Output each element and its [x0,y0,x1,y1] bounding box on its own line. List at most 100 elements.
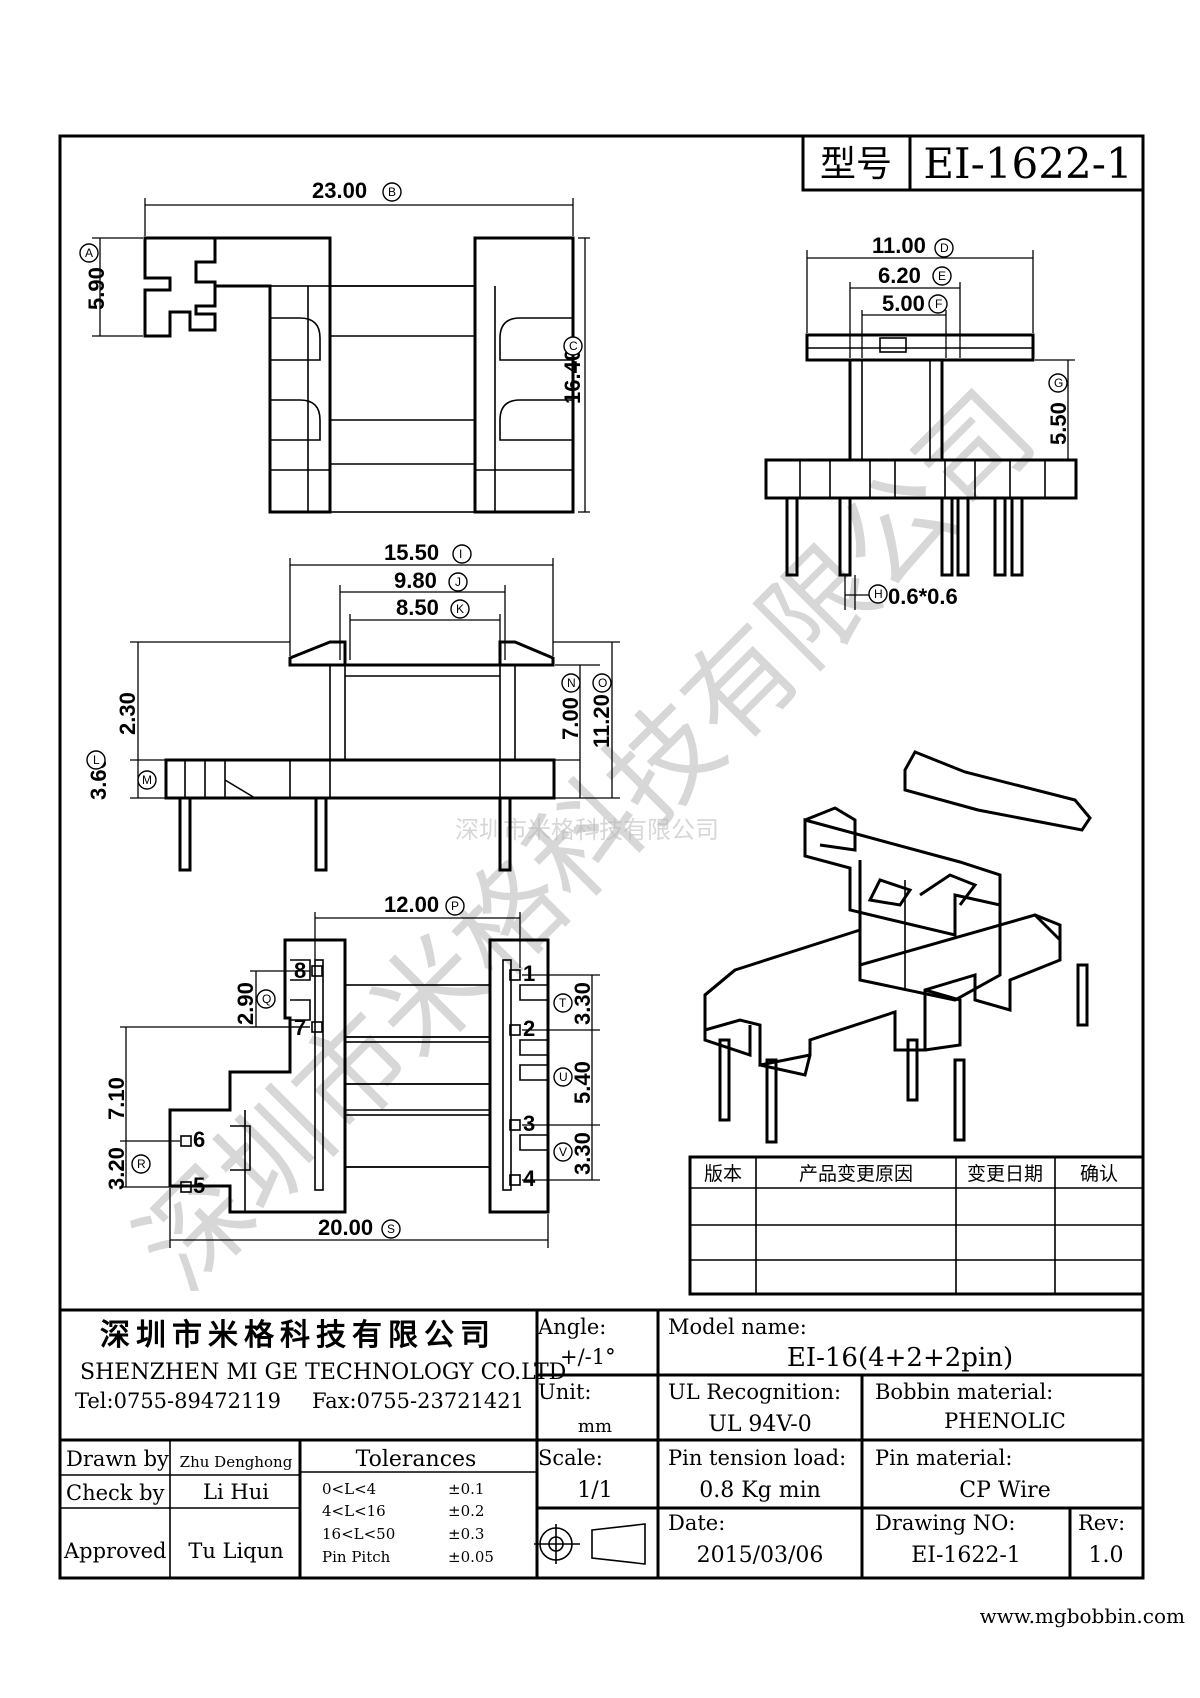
dim-K-letter: K [456,602,464,616]
tol-range-2: 4<L<16 [322,1502,386,1520]
pin-2-label: 2 [523,1016,535,1041]
website-url[interactable]: www.mgbobbin.com [980,1604,1185,1628]
check-by-value: Li Hui [203,1480,269,1504]
dim-P-letter: P [451,899,459,913]
dim-F-value: 5.00 [882,291,925,316]
dim-Q-letter: Q [262,992,271,1006]
scale-label: Scale: [538,1446,603,1470]
tolerances-title: Tolerances [356,1447,477,1472]
model-name-label: Model name: [668,1315,807,1339]
isometric-view [703,750,1092,1144]
ul-label: UL Recognition: [668,1380,841,1404]
bottom-view-dims: 12.00 P 2.90 Q 7.10 3.20 R 20.00 S 3.30 … [104,892,600,1248]
tol-range-3: 16<L<50 [322,1525,395,1543]
rev-value: 1.0 [1089,1543,1124,1568]
top-view [143,236,575,514]
dim-I-value: 15.50 [384,540,439,565]
dim-V-letter: V [559,1145,567,1159]
dim-Q-value: 2.90 [233,982,258,1025]
dim-E-value: 6.20 [878,263,921,288]
dim-G-letter: G [1054,376,1063,390]
tol-value-4: ±0.05 [448,1548,494,1566]
company-fax: Fax:0755-23721421 [312,1389,524,1413]
dim-G-value: 5.50 [1046,402,1071,445]
dim-H-value: 0.6*0.6 [888,584,958,609]
front-view [164,640,556,872]
sheet-border [58,134,1145,1580]
dim-7-10-value: 7.10 [104,1077,129,1120]
pin-material-value: CP Wire [959,1478,1050,1503]
dim-N-letter: N [567,676,576,690]
date-label: Date: [668,1511,725,1535]
dim-2-30-value: 2.30 [115,692,140,735]
revision-table: 版本 产品变更原因 变更日期 确认 [688,1155,1145,1296]
dim-I-letter: I [459,547,462,561]
tol-value-3: ±0.3 [448,1525,484,1543]
pin-3-label: 3 [523,1111,535,1136]
dim-D-letter: D [940,241,949,255]
company-name-en: SHENZHEN MI GE TECHNOLOGY CO.LTD [80,1360,566,1385]
dim-R-letter: R [137,1157,146,1171]
company-name-cn: 深圳市米格科技有限公司 [100,1318,496,1353]
dim-A-value: 5.90 [84,267,109,310]
pin-4-label: 4 [523,1166,536,1191]
dim-C-letter: C [569,339,578,353]
tol-value-2: ±0.2 [448,1502,484,1520]
dim-U-value: 5.40 [570,1061,595,1104]
pin-5-label: 5 [193,1173,205,1198]
dim-H-letter: H [874,587,883,601]
dim-F-letter: F [935,297,942,311]
dim-N-value: 7.00 [558,697,583,740]
dim-A-letter: A [85,246,93,260]
side-view-dims: 11.00 D 6.20 E 5.00 F 5.50 G H 0.6*0.6 [806,233,1075,610]
tension-label: Pin tension load: [668,1446,846,1470]
date-value: 2015/03/06 [697,1543,824,1568]
side-view [764,333,1078,577]
unit-label: Unit: [538,1380,591,1404]
dim-S-value: 20.00 [318,1215,373,1240]
dim-B-letter: B [388,185,396,199]
angle-value: +/-1° [560,1345,616,1369]
approved-label: Approved [63,1539,166,1563]
dim-V-value: 3.30 [570,1132,595,1175]
dim-B-value: 23.00 [312,178,367,203]
model-label: 型号 [820,144,892,185]
pin-1-label: 1 [523,961,535,986]
drawn-by-value: Zhu Denghong [180,1453,293,1471]
dim-C-value: 16.40 [560,349,585,404]
dim-L-letter: L [93,753,100,767]
tol-range-1: 0<L<4 [322,1480,376,1498]
check-by-label: Check by [66,1481,165,1505]
company-tel: Tel:0755-89472119 [75,1389,281,1413]
drawn-by-label: Drawn by [66,1447,169,1471]
pin-6-label: 6 [193,1127,205,1152]
rev-header-date: 变更日期 [967,1163,1043,1185]
rev-header-version: 版本 [704,1163,742,1185]
scale-value: 1/1 [577,1478,612,1503]
rev-label: Rev: [1078,1511,1125,1535]
ul-value: UL 94V-0 [708,1412,811,1437]
projection-symbol-icon [534,1523,646,1565]
dim-T-letter: T [559,996,567,1010]
pin-material-label: Pin material: [875,1446,1012,1470]
approved-value: Tu Liqun [188,1539,283,1563]
dim-J-value: 9.80 [394,568,437,593]
drawing-no-label: Drawing NO: [875,1511,1015,1535]
front-view-dims: 15.50 I 9.80 J 8.50 K 7.00 N 11.20 O 2.3… [86,540,620,800]
dim-R-value: 3.20 [104,1147,129,1190]
dim-K-value: 8.50 [396,595,439,620]
bobbin-label: Bobbin material: [875,1380,1053,1404]
dim-O-value: 11.20 [589,694,614,748]
rev-header-reason: 产品变更原因 [799,1163,913,1185]
model-header: 型号 EI-1622-1 [801,134,1145,192]
title-block: 深圳市米格科技有限公司 SHENZHEN MI GE TECHNOLOGY CO… [60,1308,1143,1578]
dim-T-value: 3.30 [570,982,595,1025]
rev-header-confirm: 确认 [1080,1163,1118,1185]
top-view-dims: 23.00 B 5.90 A 16.40 C [79,178,590,513]
angle-label: Angle: [537,1315,606,1339]
dim-M-letter: M [142,773,152,787]
model-name-value: EI-16(4+2+2pin) [787,1343,1013,1373]
unit-value: mm [578,1416,612,1437]
model-value: EI-1622-1 [923,139,1132,188]
tension-value: 0.8 Kg min [699,1478,821,1503]
